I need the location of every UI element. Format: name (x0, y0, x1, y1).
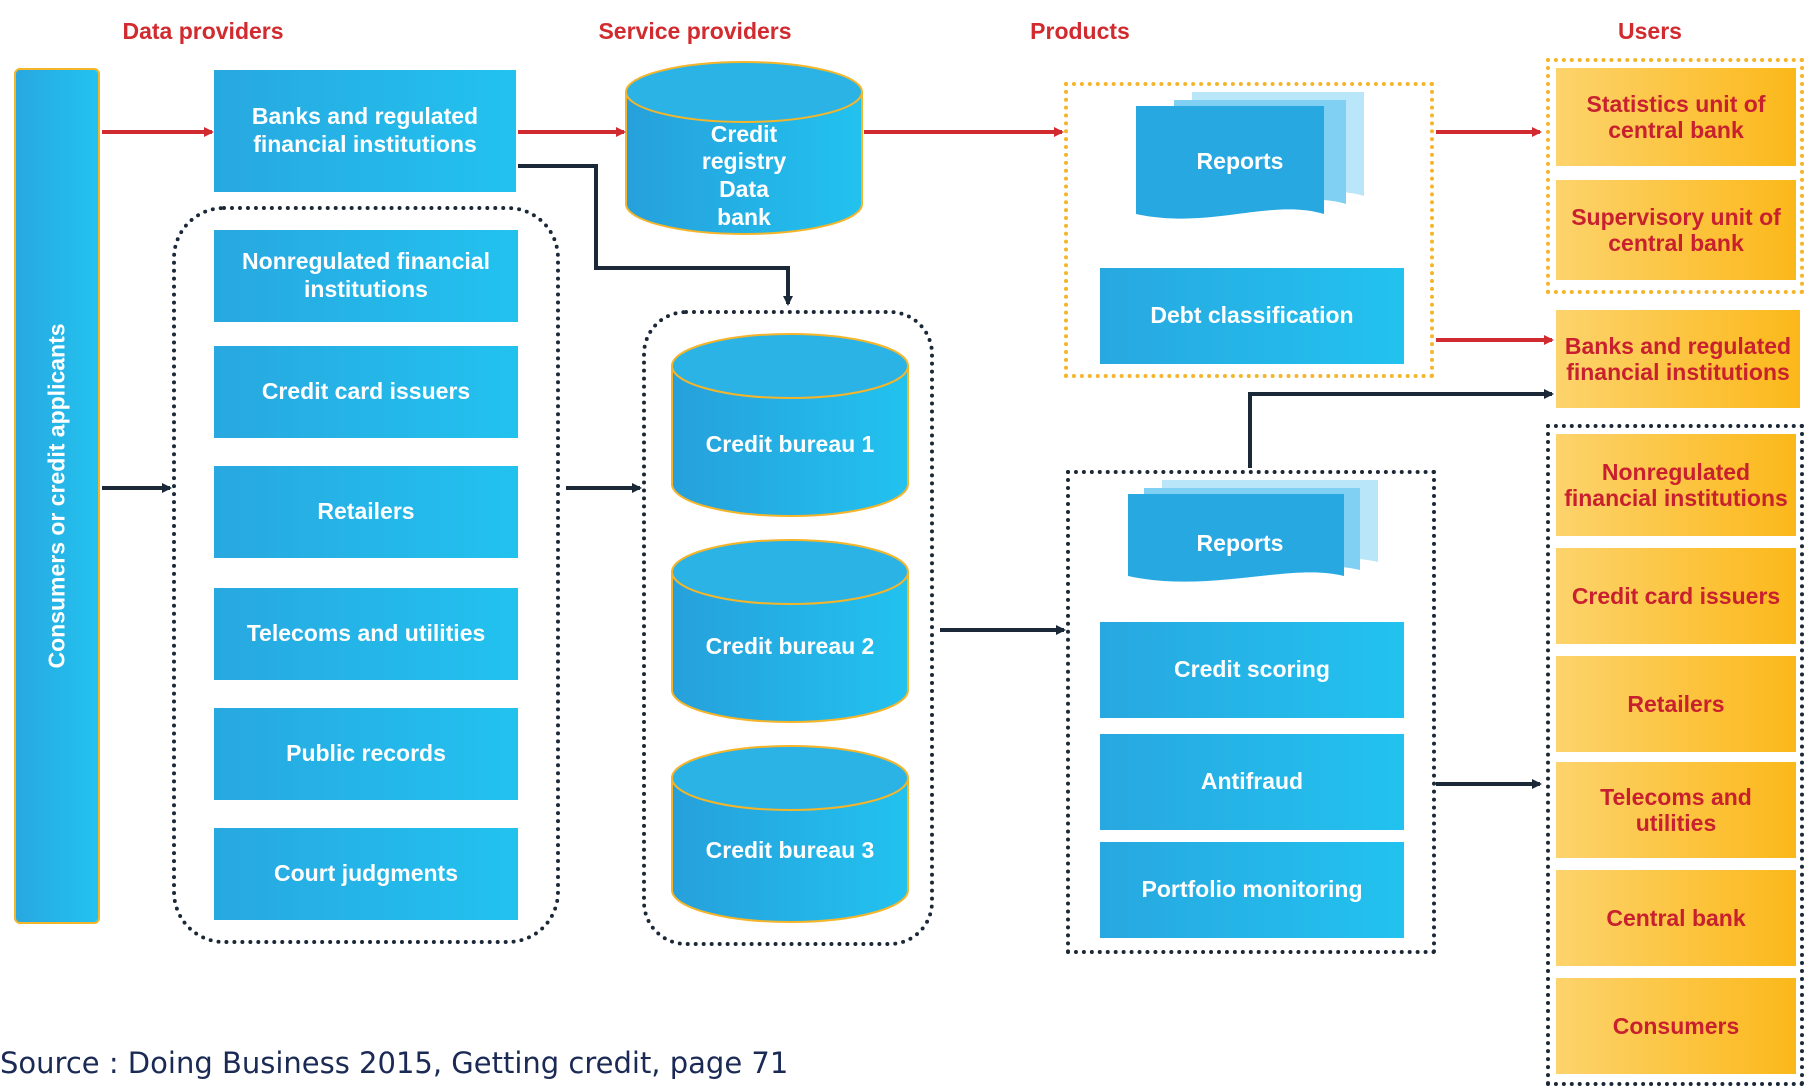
credit-bureau-2-label: Credit bureau 2 (705, 633, 875, 660)
user-nonregulated: Nonregulated financial institutions (1556, 434, 1796, 536)
provider-public-records: Public records (214, 708, 518, 800)
product-credit-scoring: Credit scoring (1100, 622, 1404, 718)
consumers-bar: Consumers or credit applicants (14, 68, 100, 924)
arrow-products-to-banks-users (1248, 389, 1554, 468)
user-telecoms: Telecoms and utilities (1556, 762, 1796, 858)
registry-reports-document-icon (1136, 92, 1364, 219)
registry-reports-label: Reports (1196, 148, 1284, 175)
provider-retailers: Retailers (214, 466, 518, 558)
user-central-bank: Central bank (1556, 870, 1796, 966)
user-consumers: Consumers (1556, 978, 1796, 1074)
column-heading-users: Users (1618, 17, 1682, 44)
column-heading-data-providers: Data providers (122, 17, 284, 44)
arrow-banks-to-bureaus (518, 164, 793, 306)
other-providers-group (172, 206, 560, 944)
provider-credit-card-issuers: Credit card issuers (214, 346, 518, 438)
column-heading-service-providers: Service providers (598, 17, 792, 44)
column-heading-products: Products (1030, 17, 1130, 44)
credit-bureau-3-label: Credit bureau 3 (705, 837, 875, 864)
credit-bureau-2-cylinder (671, 539, 909, 723)
user-credit-card-issuers: Credit card issuers (1556, 548, 1796, 644)
provider-banks-regulated: Banks and regulated financial institutio… (214, 70, 516, 192)
bureau-reports-label: Reports (1196, 530, 1284, 557)
product-antifraud: Antifraud (1100, 734, 1404, 830)
registry-products-group (1064, 82, 1434, 378)
user-statistics-unit: Statistics unit of central bank (1556, 68, 1796, 166)
credit-bureau-3-cylinder (671, 745, 909, 923)
central-bank-users-group (1546, 58, 1804, 294)
product-debt-classification: Debt classification (1100, 268, 1404, 364)
product-portfolio-monitoring: Portfolio monitoring (1100, 842, 1404, 938)
provider-telecoms: Telecoms and utilities (214, 588, 518, 680)
provider-court-judgments: Court judgments (214, 828, 518, 920)
user-supervisory-unit: Supervisory unit of central bank (1556, 180, 1796, 280)
other-users-group (1546, 424, 1804, 1086)
credit-bureau-1-label: Credit bureau 1 (705, 431, 875, 458)
bureau-reports-document-icon (1128, 480, 1378, 582)
credit-registry-label: Credit registry Data bank (701, 121, 787, 230)
user-retailers: Retailers (1556, 656, 1796, 752)
bureau-group (642, 310, 934, 946)
credit-bureau-1-cylinder (671, 333, 909, 517)
provider-nonregulated: Nonregulated financial institutions (214, 230, 518, 322)
credit-registry-cylinder (625, 61, 863, 235)
bureau-products-group (1066, 470, 1436, 954)
source-caption: Source : Doing Business 2015, Getting cr… (0, 1046, 789, 1080)
user-banks-regulated: Banks and regulated financial institutio… (1556, 310, 1800, 408)
